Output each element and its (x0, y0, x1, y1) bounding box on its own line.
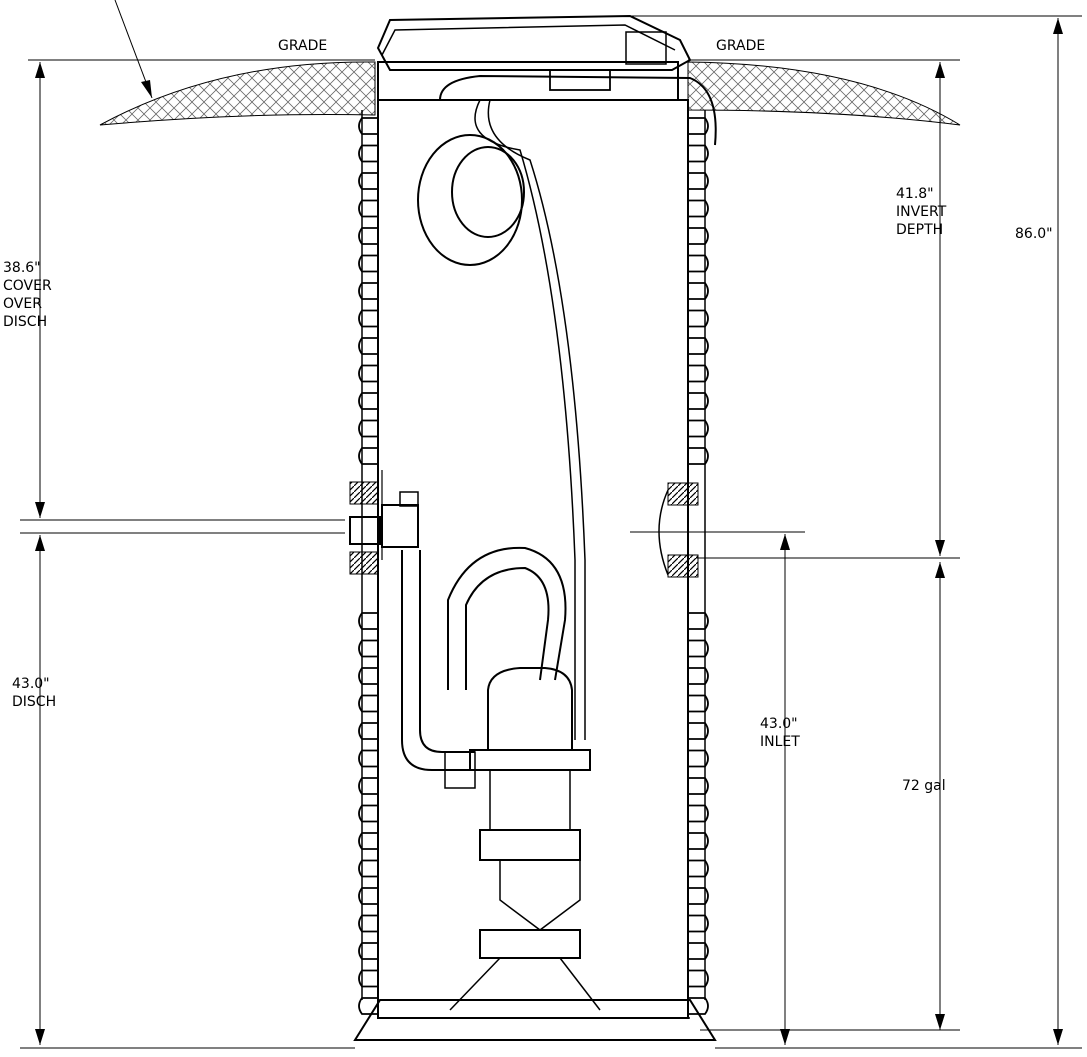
dimension-invert-depth (935, 62, 945, 556)
rib-left (358, 667, 378, 685)
soil-mound-left (99, 61, 376, 126)
basin-base (353, 999, 717, 1041)
rib-left (358, 199, 378, 218)
rib-right (688, 199, 709, 218)
rib-right (688, 859, 709, 878)
rib-left (358, 887, 378, 905)
grinder-pump (444, 667, 601, 1011)
rib-left (358, 832, 378, 850)
rib-left (358, 804, 378, 823)
dimension-inlet (630, 531, 805, 1045)
cable-connector (549, 69, 611, 91)
rib-left (358, 392, 378, 410)
rib-right (688, 612, 709, 630)
rib-left (358, 969, 378, 988)
rib-right (688, 722, 709, 740)
invert-depth-label: 41.8" INVERT DEPTH (896, 186, 951, 238)
rib-right (688, 254, 709, 273)
inlet-grommet (658, 489, 669, 576)
rib-right (688, 144, 709, 163)
rib-left (358, 364, 378, 383)
rib-left (358, 722, 378, 740)
rib-left (358, 254, 378, 273)
discharge-seal-top (349, 481, 379, 505)
total-height-label: 86.0" (1015, 226, 1053, 242)
soil-mound-right (687, 61, 961, 126)
dimension-volume (935, 562, 945, 1030)
rib-left (358, 447, 378, 465)
rib-left (358, 309, 378, 328)
rib-left (358, 227, 378, 245)
discharge-hose (401, 550, 475, 771)
rib-right (688, 419, 709, 438)
rib-right (688, 777, 709, 795)
rib-right (688, 832, 709, 850)
rib-right (688, 447, 709, 465)
rib-left (358, 172, 378, 190)
basin-corrugations (358, 117, 709, 1015)
cover-lid (376, 14, 692, 101)
inlet-label: 43.0" INLET (760, 716, 802, 750)
rib-right (688, 887, 709, 905)
discharge-seal-bottom (349, 551, 379, 575)
flex-hose-loop (447, 546, 567, 690)
rib-left (358, 859, 378, 878)
basin-body (361, 99, 706, 1019)
dimension-cover-over-disch (35, 62, 45, 518)
rib-left (358, 419, 378, 438)
grade-label-right: GRADE (716, 38, 765, 54)
rib-right (688, 337, 709, 355)
rib-right (688, 694, 709, 713)
dimension-disch (35, 535, 45, 1045)
rib-right (688, 667, 709, 685)
rib-right (688, 282, 709, 300)
rib-right (688, 969, 709, 988)
rib-right (688, 942, 709, 960)
disch-label: 43.0" DISCH (12, 676, 56, 710)
rib-right (688, 639, 709, 658)
rib-left (358, 144, 378, 163)
rib-left (358, 942, 378, 960)
rib-left (358, 282, 378, 300)
rib-left (358, 914, 378, 933)
rib-left (358, 777, 378, 795)
rib-right (688, 117, 709, 135)
rib-right (688, 227, 709, 245)
rib-right (688, 914, 709, 933)
power-cable (439, 74, 717, 146)
discharge-fitting (349, 470, 419, 560)
inlet-seal-top (667, 482, 699, 506)
rib-left (358, 612, 378, 630)
inlet-seal-bottom (667, 554, 699, 578)
rib-left (358, 749, 378, 768)
rib-left (358, 337, 378, 355)
rib-right (688, 309, 709, 328)
volume-label: 72 gal (902, 778, 946, 794)
rib-right (688, 172, 709, 190)
rib-left (358, 639, 378, 658)
grade-label-left: GRADE (278, 38, 327, 54)
dimension-total-height (630, 15, 1082, 1045)
rib-right (688, 364, 709, 383)
cover-over-disch-label: 38.6" COVER OVER DISCH (3, 260, 56, 330)
rib-left (358, 694, 378, 713)
rib-left (358, 117, 378, 135)
rib-right (688, 997, 709, 1015)
rib-right (688, 392, 709, 410)
rib-right (688, 804, 709, 823)
rib-left (358, 997, 378, 1015)
float-switch (417, 99, 586, 740)
rib-right (688, 749, 709, 768)
